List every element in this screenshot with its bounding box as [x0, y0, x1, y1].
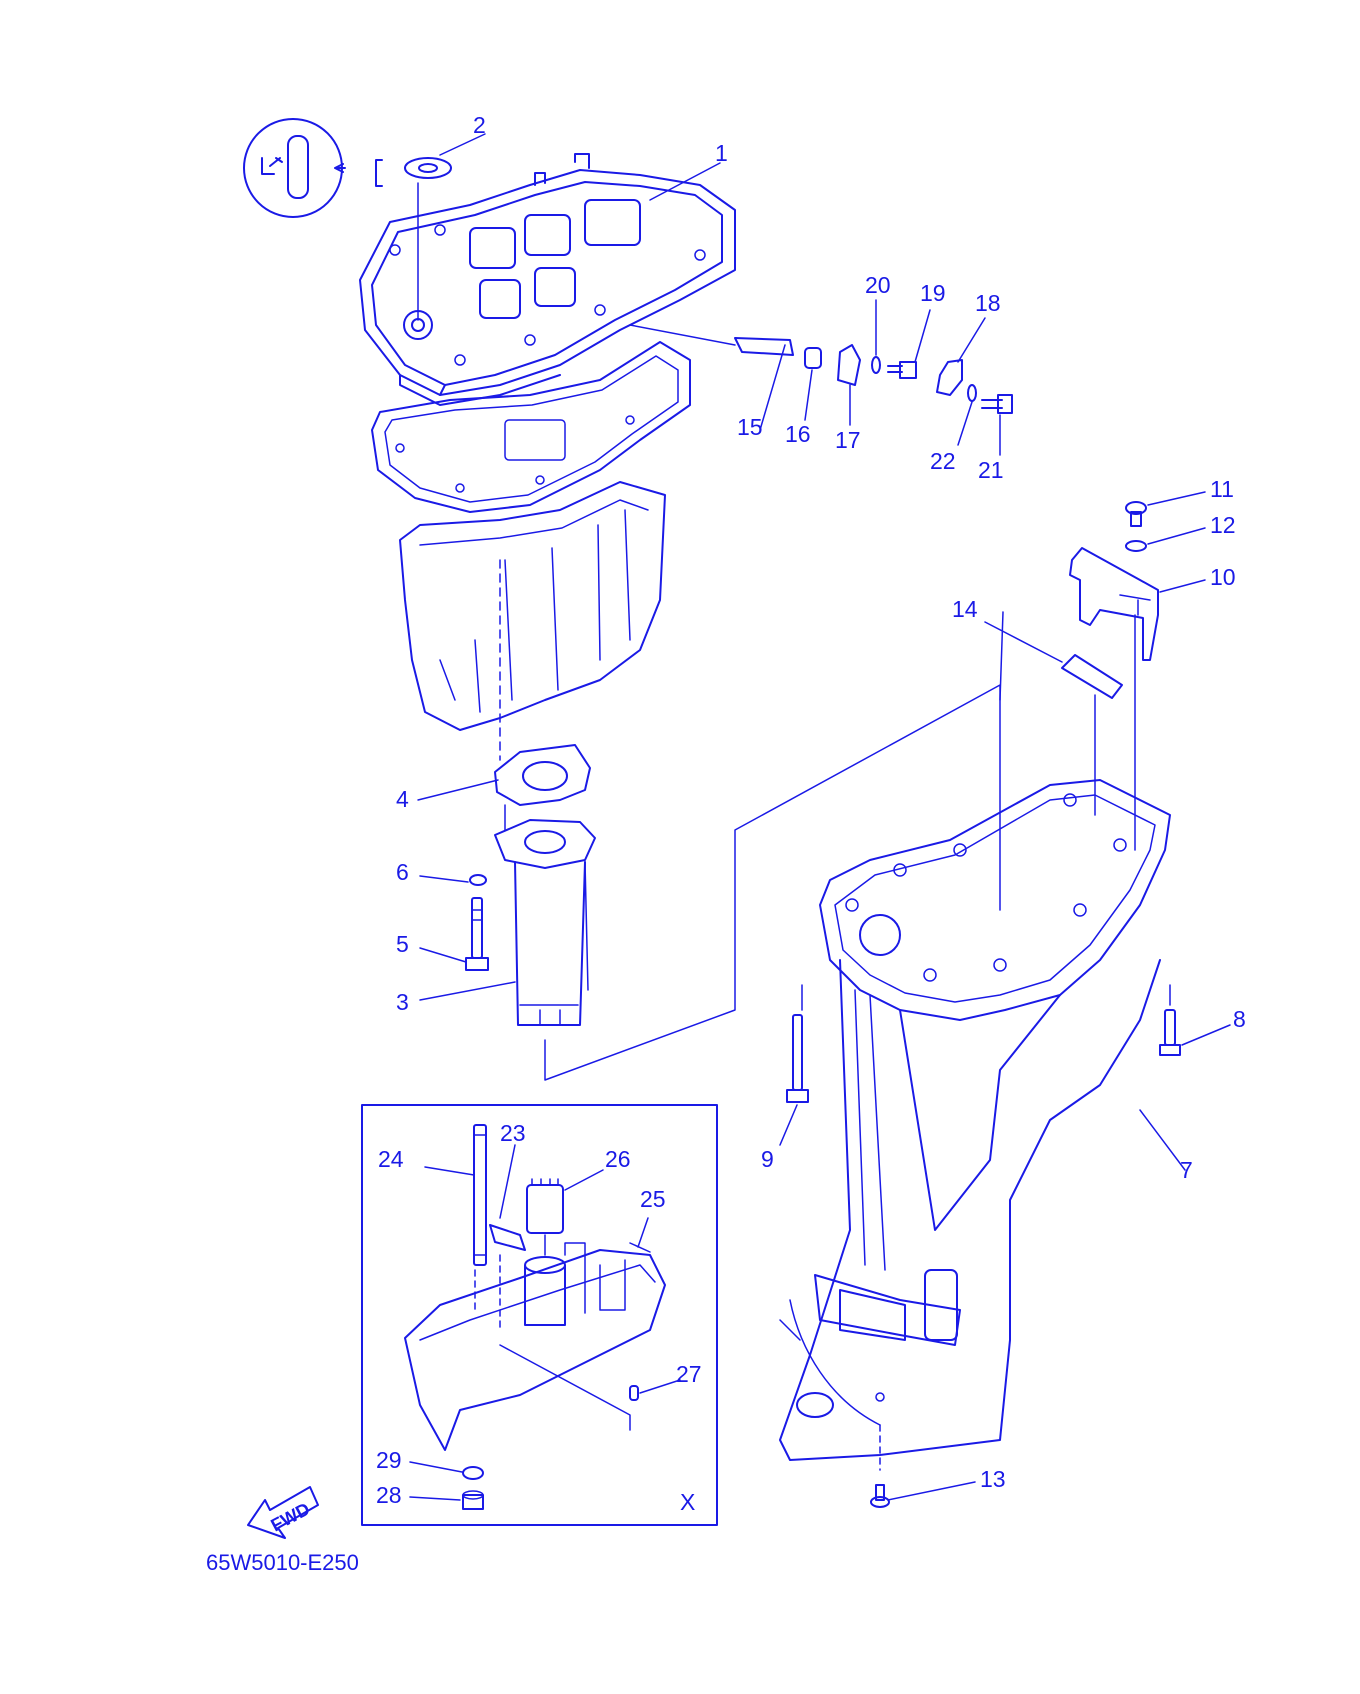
oil-pan — [399, 481, 666, 761]
part-23-plate — [489, 1144, 526, 1331]
part-12-washer — [1125, 527, 1206, 552]
part-5-bolt — [465, 897, 489, 971]
inset-label: X — [680, 1489, 695, 1515]
callout-20: 20 — [865, 272, 891, 298]
part-25-pump-housing — [404, 1217, 666, 1451]
part-4-gasket — [494, 744, 591, 831]
callout-5: 5 — [396, 931, 409, 957]
callout-7: 7 — [1180, 1157, 1193, 1183]
callout-14: 14 — [952, 596, 978, 622]
callout-28: 28 — [376, 1482, 402, 1508]
callout-2: 2 — [473, 112, 486, 138]
part-19-screw — [887, 309, 931, 379]
part-9-bolt — [779, 984, 809, 1146]
callout-3: 3 — [396, 989, 409, 1015]
part-11-screw — [1125, 491, 1206, 527]
part-18-clamp — [936, 317, 986, 396]
part-26-impeller — [526, 1169, 604, 1256]
inset-box — [361, 1104, 718, 1526]
callout-10: 10 — [1210, 564, 1236, 590]
part-13-screw — [870, 1481, 976, 1508]
callout-labels: 1 2 3 4 5 6 7 8 9 10 11 12 13 14 15 16 1… — [376, 112, 1246, 1508]
callout-13: 13 — [980, 1466, 1006, 1492]
callout-6: 6 — [396, 859, 409, 885]
part-22-washer — [957, 384, 977, 446]
part-8-bolt — [1159, 984, 1231, 1056]
fwd-label: FWD — [267, 1499, 313, 1536]
callout-12: 12 — [1210, 512, 1236, 538]
part-24-stud — [424, 1124, 487, 1311]
diagram-code: 65W5010-E250 — [206, 1550, 359, 1575]
leaders — [417, 133, 721, 1001]
callout-11: 11 — [1210, 476, 1234, 502]
callout-15: 15 — [737, 414, 763, 440]
grease-symbol-icon — [243, 118, 383, 218]
callout-22: 22 — [930, 448, 956, 474]
part-14-plate — [984, 621, 1123, 816]
callout-16: 16 — [785, 421, 811, 447]
part-7-lower-casing — [779, 779, 1186, 1471]
callout-23: 23 — [500, 1120, 526, 1146]
callout-25: 25 — [640, 1186, 666, 1212]
part-3-housing — [494, 819, 596, 1026]
part-21-bolt — [981, 394, 1013, 456]
part-28-nut — [409, 1490, 484, 1510]
part-17-bracket — [837, 344, 861, 426]
part-20-washer — [871, 299, 881, 374]
callout-17: 17 — [835, 427, 861, 453]
callout-1: 1 — [715, 140, 728, 166]
callout-4: 4 — [396, 786, 409, 812]
callout-27: 27 — [676, 1361, 702, 1387]
callout-21: 21 — [978, 457, 1004, 483]
fwd-arrow-icon — [247, 1486, 319, 1539]
part-2-washer — [404, 157, 452, 321]
callout-29: 29 — [376, 1447, 402, 1473]
part-16-bushing — [804, 347, 822, 421]
callout-8: 8 — [1233, 1006, 1246, 1032]
part-6-washer — [469, 874, 487, 886]
callout-9: 9 — [761, 1146, 774, 1172]
callout-18: 18 — [975, 290, 1001, 316]
part-1-upper-casing — [359, 153, 736, 406]
callout-24: 24 — [378, 1146, 404, 1172]
part-27-pin — [499, 1344, 681, 1431]
guide-lines — [544, 611, 1004, 1081]
gasket — [371, 341, 691, 513]
part-15-lever — [734, 337, 794, 431]
part-10-bracket — [1069, 547, 1206, 851]
callout-19: 19 — [920, 280, 946, 306]
part-29-washer — [409, 1461, 484, 1480]
callout-26: 26 — [605, 1146, 631, 1172]
